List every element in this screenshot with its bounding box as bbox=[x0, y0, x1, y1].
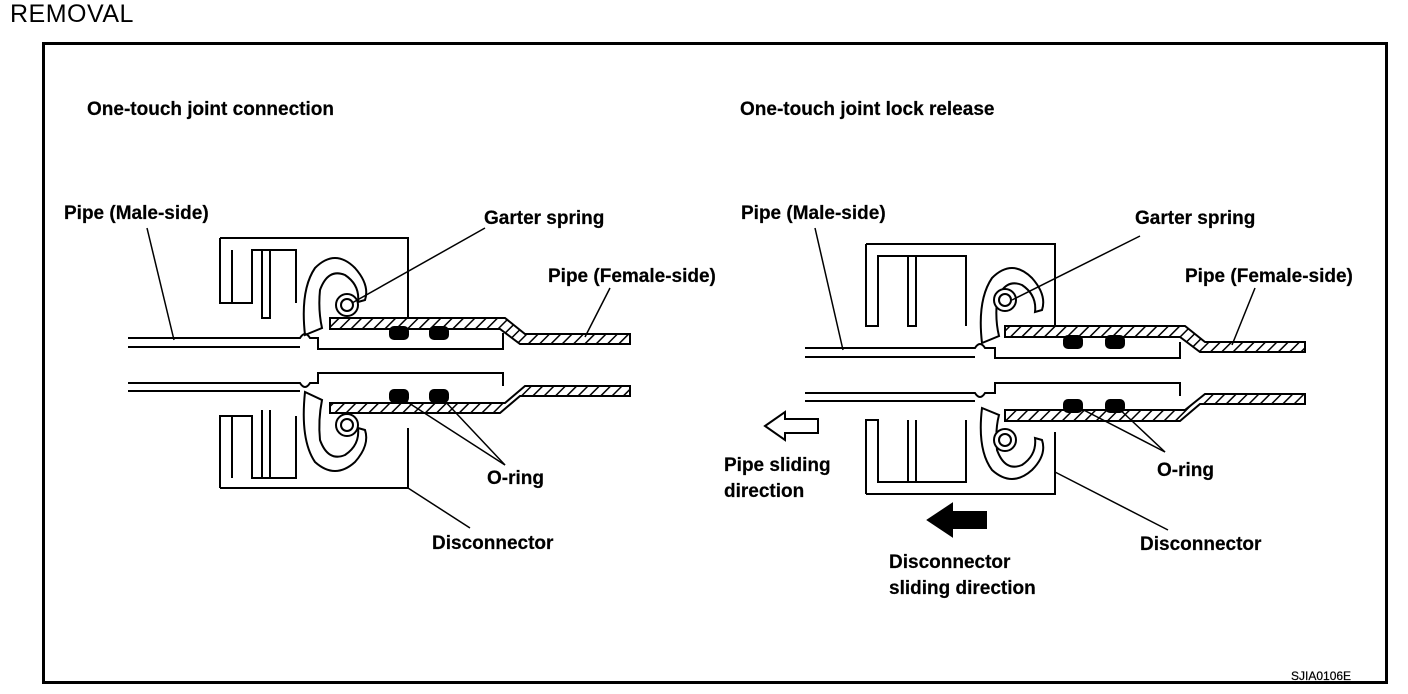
diagram-frame bbox=[42, 42, 1388, 684]
right-garter-spring-label: Garter spring bbox=[1135, 208, 1256, 229]
right-panel-title: One-touch joint lock release bbox=[740, 99, 995, 120]
left-pipe-male-label: Pipe (Male-side) bbox=[64, 203, 209, 224]
left-pipe-female-label: Pipe (Female-side) bbox=[548, 266, 716, 287]
left-o-ring-label: O-ring bbox=[487, 468, 544, 489]
left-assembly bbox=[128, 227, 631, 529]
right-o-ring bbox=[1063, 399, 1083, 413]
right-pipe-male-label: Pipe (Male-side) bbox=[741, 203, 886, 224]
right-assembly bbox=[805, 227, 1306, 531]
disconnector-sliding-label-line1: Disconnector bbox=[889, 552, 1011, 573]
pipe-sliding-label-line1: Pipe sliding bbox=[724, 455, 831, 476]
left-o-ring bbox=[429, 389, 449, 403]
right-female-pipe-lower bbox=[1004, 393, 1306, 422]
left-female-pipe-upper bbox=[329, 317, 631, 345]
right-disconnector-label: Disconnector bbox=[1140, 534, 1262, 555]
right-female-pipe-upper bbox=[1004, 325, 1306, 353]
right-disconnector-lower bbox=[865, 419, 1056, 495]
right-garter-spring bbox=[993, 288, 1017, 312]
left-garter-spring bbox=[335, 293, 359, 317]
left-disconnector-upper bbox=[219, 237, 409, 318]
right-o-ring bbox=[1105, 335, 1125, 349]
right-o-ring-label: O-ring bbox=[1157, 460, 1214, 481]
left-panel-title: One-touch joint connection bbox=[87, 99, 334, 120]
pipe-sliding-label-line2: direction bbox=[724, 481, 805, 502]
left-garter-spring-label: Garter spring bbox=[484, 208, 605, 229]
left-disconnector-label: Disconnector bbox=[432, 533, 554, 554]
pipe-sliding-arrow-icon bbox=[763, 410, 819, 442]
left-o-ring bbox=[429, 326, 449, 340]
disconnector-sliding-label-line2: sliding direction bbox=[889, 578, 1036, 599]
right-male-pipe bbox=[805, 342, 1181, 359]
right-pipe-female-label: Pipe (Female-side) bbox=[1185, 266, 1353, 287]
right-disconnector-upper bbox=[865, 243, 1056, 327]
left-garter-spring bbox=[335, 413, 359, 437]
figure-code: SJIA0106E bbox=[1291, 669, 1352, 683]
page-heading: REMOVAL bbox=[10, 0, 134, 28]
disconnector-sliding-arrow-icon bbox=[926, 502, 987, 538]
right-o-ring bbox=[1063, 335, 1083, 349]
left-o-ring bbox=[389, 326, 409, 340]
left-female-pipe-lower bbox=[329, 385, 631, 414]
right-garter-spring bbox=[993, 428, 1017, 452]
left-disconnector-lower bbox=[219, 415, 409, 489]
